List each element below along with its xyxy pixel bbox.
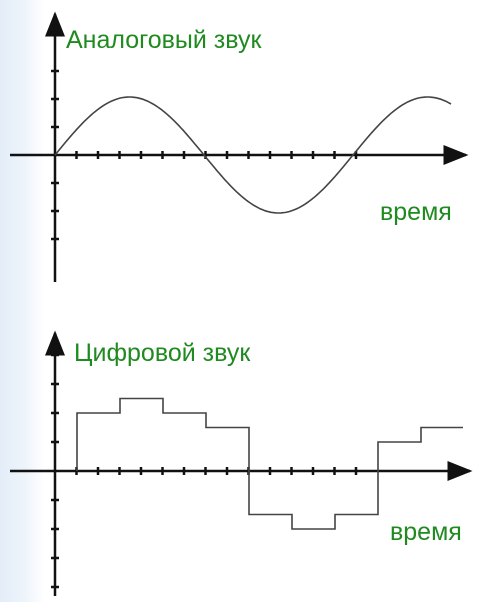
analog-ticks (51, 69, 358, 241)
analog-time-label: время (380, 198, 452, 226)
analog-sine-wave (54, 96, 452, 214)
digital-time-label: время (390, 518, 462, 546)
analog-title: Аналоговый звук (66, 26, 262, 54)
background-tint (0, 0, 45, 602)
analog-panel: Аналоговый звук время (10, 11, 469, 282)
digital-ticks (51, 353, 358, 589)
digital-panel: Цифровой звук время (10, 330, 473, 596)
digital-step-wave (76, 397, 463, 530)
digital-title: Цифровой звук (74, 339, 251, 367)
